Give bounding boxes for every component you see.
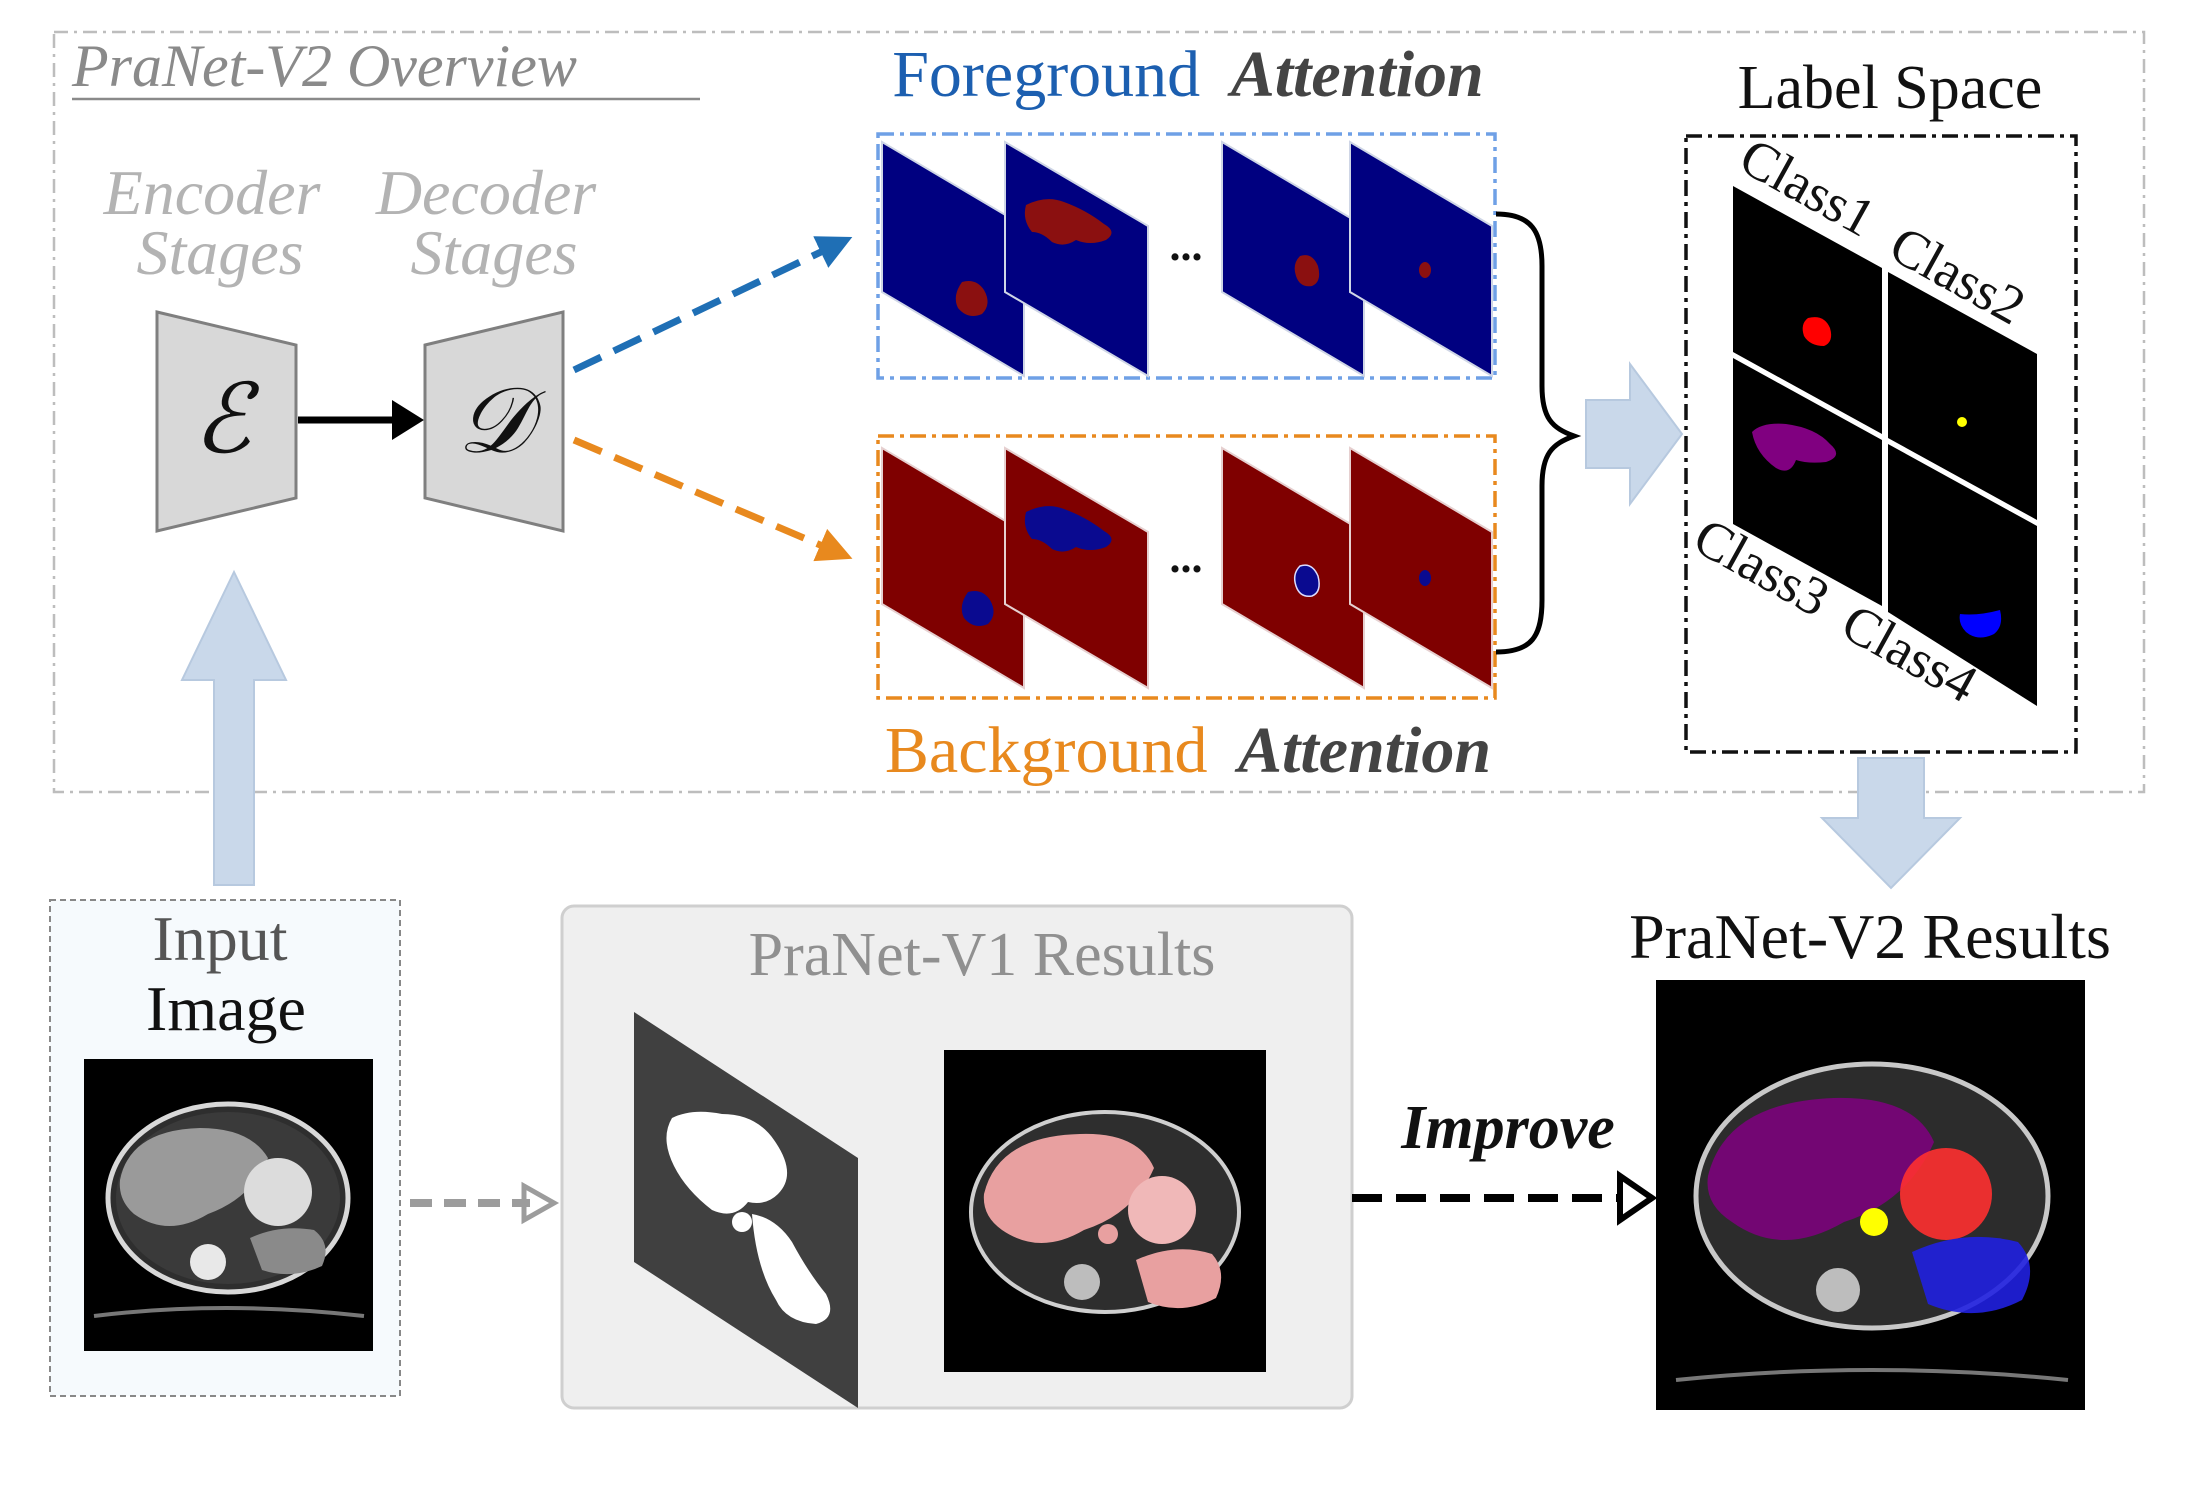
- v1-mask-plane: [634, 1012, 858, 1408]
- input-ct-image: [84, 1059, 373, 1351]
- encoder-label: Encoder Stages: [103, 157, 337, 288]
- input-label-line1: Input: [152, 903, 287, 974]
- background-attention-frame: [876, 434, 1497, 700]
- background-dashed-arrow: [572, 436, 853, 562]
- class2-blob: [1957, 417, 1967, 427]
- decoder-label: Decoder Stages: [375, 157, 612, 288]
- improve-arrowhead: [1617, 1170, 1658, 1226]
- bg-ellipsis: ...: [1170, 533, 1203, 582]
- class1-blob: [1802, 317, 1832, 346]
- v1-results-title: PraNet-V1 Results: [749, 921, 1216, 989]
- bg-map-4: [1349, 446, 1493, 690]
- overview-frame: [52, 30, 2146, 794]
- background-maps: ...: [881, 446, 1493, 690]
- bg-map-1: [881, 446, 1025, 690]
- to-label-space-arrow: [1585, 360, 1684, 508]
- encoder-symbol: ℰ: [193, 366, 260, 473]
- input-up-arrow: [180, 569, 288, 886]
- fg-ellipsis: ...: [1170, 221, 1203, 270]
- improve-label: Improve: [1400, 1094, 1615, 1162]
- bg-map-2: [1004, 446, 1149, 690]
- v2-results-title: PraNet-V2 Results: [1629, 901, 2111, 972]
- v2-ct-result: [1656, 980, 2085, 1410]
- fg-map-2: [1004, 140, 1149, 378]
- class4-blob: [1959, 610, 2002, 638]
- fg-map-3: [1221, 140, 1365, 378]
- v2-class4-region: [1912, 1236, 2031, 1314]
- encoder-to-decoder-arrow: [298, 400, 424, 440]
- bg-map-3: [1221, 446, 1365, 690]
- foreground-dashed-arrow: [572, 236, 853, 374]
- decoder-block: 𝒟: [423, 310, 565, 533]
- background-attention-title: Background Attention: [885, 714, 1491, 787]
- merge-brace: [1495, 211, 1582, 655]
- v2-class2-region: [1860, 1208, 1888, 1236]
- v1-ct-overlay: [944, 1050, 1266, 1372]
- label-space-grid: [1733, 186, 2037, 706]
- foreground-maps: ...: [881, 140, 1493, 378]
- class3-blob: [1752, 423, 1837, 471]
- encoder-block: ℰ: [155, 310, 298, 533]
- label-space-frame: [1684, 134, 2078, 754]
- overview-title: PraNet-V2 Overview: [71, 33, 577, 99]
- fg-map-4: [1349, 140, 1493, 378]
- input-label-line2: Image: [146, 973, 306, 1044]
- v2-liver: [1707, 1097, 1934, 1240]
- v2-class1-region: [1900, 1148, 1992, 1240]
- label-space-title: Label Space: [1738, 54, 2043, 122]
- foreground-attention-frame: [876, 132, 1497, 380]
- foreground-attention-title: Foreground Attention: [892, 38, 1484, 111]
- input-to-v1-arrowhead: [521, 1181, 560, 1225]
- fg-map-1: [881, 140, 1025, 378]
- to-v2-results-arrow: [1819, 757, 1963, 890]
